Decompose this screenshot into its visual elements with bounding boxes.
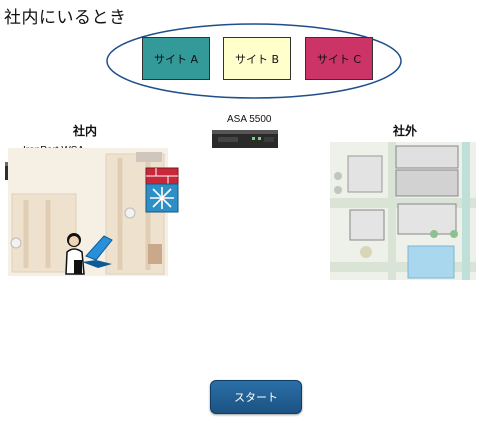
town-map [330, 142, 476, 280]
internal-area-label: 社内 [73, 124, 98, 138]
page-title: 社内にいるとき [4, 8, 127, 28]
external-area-label: 社外 [393, 124, 418, 138]
site-a-box: サイト A [142, 37, 210, 80]
site-b-box: サイト B [223, 37, 291, 80]
office-floor-map [8, 148, 168, 276]
switch-firewall-icon [145, 167, 179, 213]
site-c-box: サイト C [305, 37, 373, 80]
start-button[interactable]: スタート [210, 380, 302, 414]
firewall-appliance-icon [212, 130, 278, 148]
asa-label: ASA 5500 [227, 114, 272, 125]
user-laptop-icon [65, 233, 113, 275]
